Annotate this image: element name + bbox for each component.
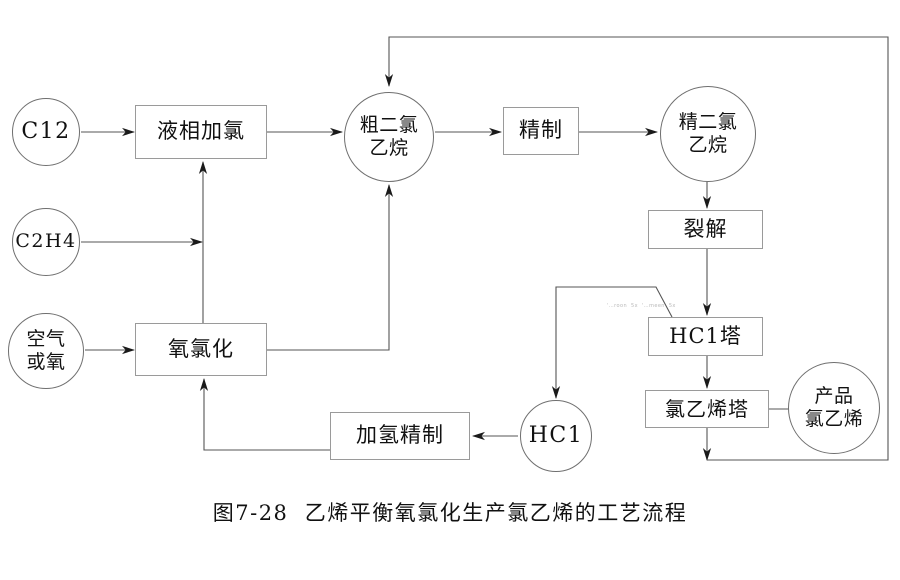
node-cracking[interactable]: 裂解 <box>648 210 763 249</box>
node-crude-dichloroethane[interactable]: 粗二氯 乙烷 <box>344 92 434 182</box>
flow-hcl-column-to-hcl-recycle <box>551 286 673 399</box>
node-liquid-chlorination[interactable]: 液相加氯 <box>135 105 267 159</box>
flow-vcm-bottoms-recycle-return <box>384 36 889 461</box>
node-product-vcm[interactable]: 产品 氯乙烯 <box>788 362 880 454</box>
node-feed-air-oxygen[interactable]: 空气 或氧 <box>8 313 84 389</box>
node-purification[interactable]: 精制 <box>503 107 579 155</box>
node-oxychlorination[interactable]: 氧氯化 <box>135 323 267 376</box>
node-vcm-column[interactable]: 氯乙烯塔 <box>645 390 769 428</box>
node-feed-chlorine[interactable]: C12 <box>12 98 80 166</box>
node-fine-dichloroethane[interactable]: 精二氯 乙烷 <box>660 86 756 182</box>
node-hcl-recycle[interactable]: HC1 <box>520 400 592 472</box>
node-hydro-refining[interactable]: 加氢精制 <box>330 412 470 460</box>
scan-artifact-mark: '…roon 5x '…meen 5x <box>607 303 676 309</box>
node-hcl-column[interactable]: HC1塔 <box>648 317 763 356</box>
flow-oxychlorination-to-crude-dce <box>267 184 394 351</box>
flow-hydro-refining-to-oxychlorination <box>199 378 330 451</box>
figure-caption: 图7-28 乙烯平衡氧氯化生产氯乙烯的工艺流程 <box>212 501 688 525</box>
node-feed-ethylene[interactable]: C2H4 <box>12 208 80 276</box>
